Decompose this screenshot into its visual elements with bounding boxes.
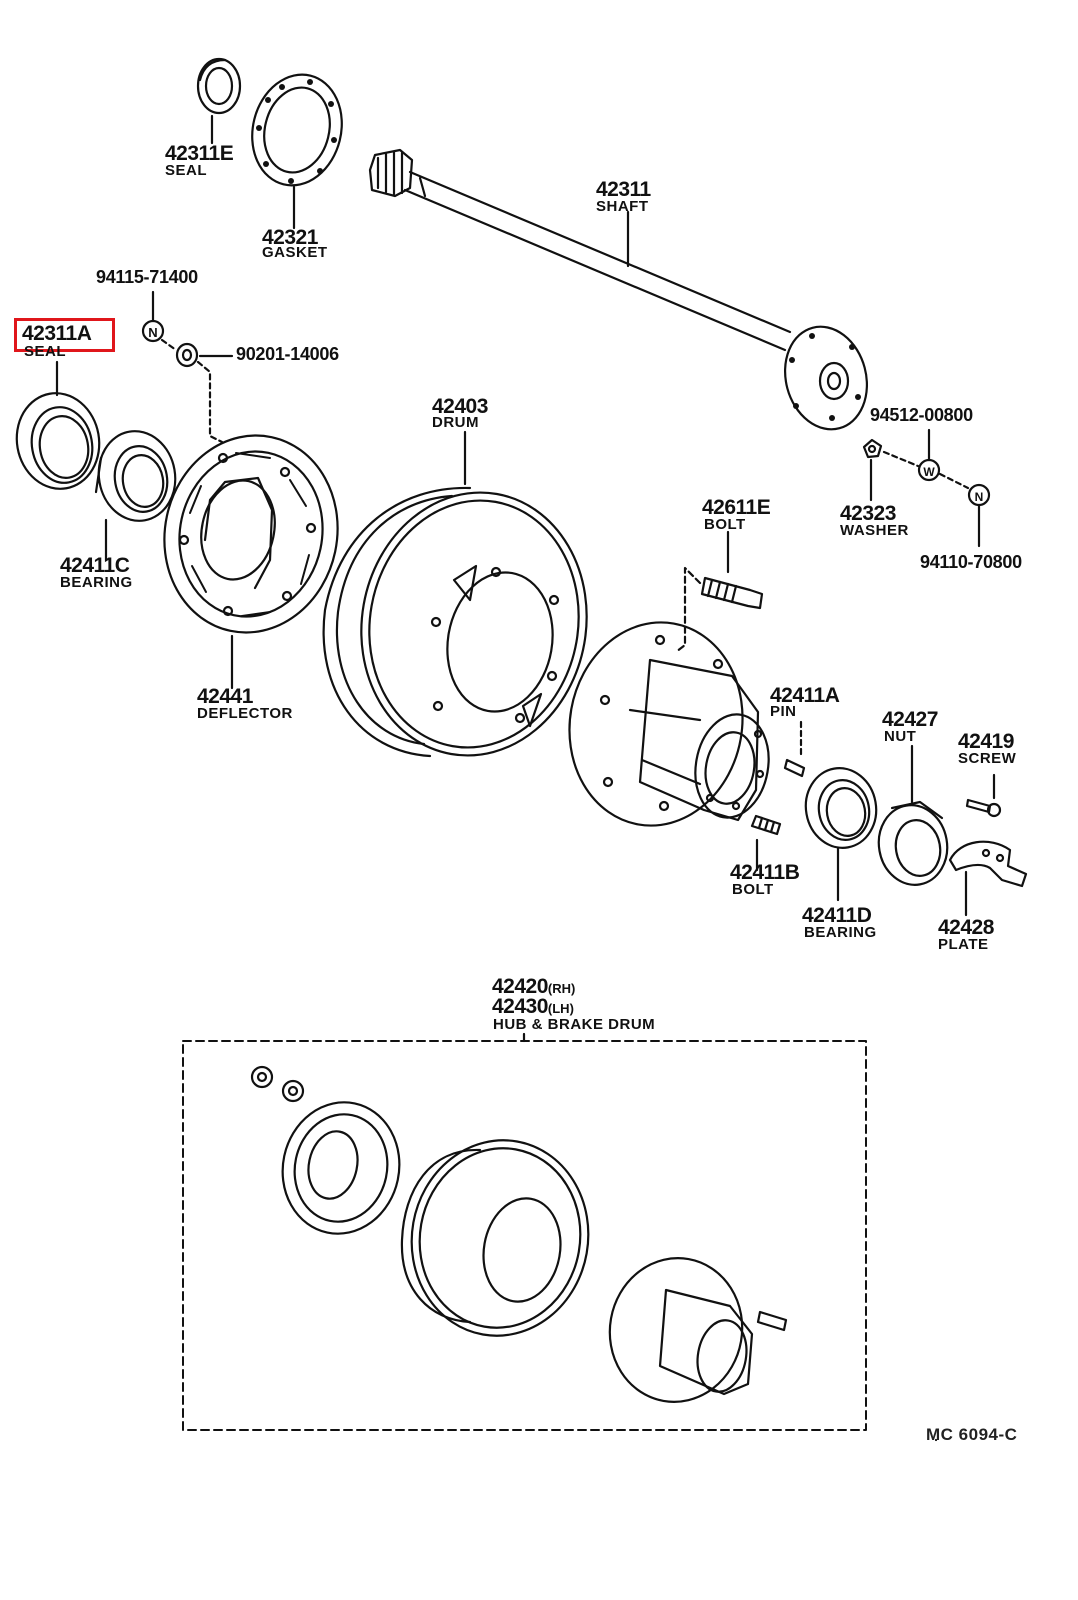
part-number-42403: 42403 xyxy=(432,395,488,418)
part-number-42323: 42323 xyxy=(840,502,896,525)
screw-42419-drawing xyxy=(965,773,1002,818)
part-number-42419: 42419 xyxy=(958,730,1014,753)
part-number-94115-71400: 94115-71400 xyxy=(96,267,198,287)
nut-94115-drawing: N xyxy=(141,290,178,352)
drum-42403-drawing xyxy=(322,430,588,758)
plate-42428-drawing xyxy=(948,840,1028,917)
nut-94512-drawing: W xyxy=(917,428,970,490)
part-number-42311e: 42311E xyxy=(165,142,234,165)
hub-rh-label: 42420(RH) xyxy=(492,976,575,997)
seal-42311e-drawing xyxy=(196,57,242,145)
svg-text:N: N xyxy=(148,325,157,340)
deflector-42441-drawing xyxy=(163,434,339,690)
bearing-42411c-drawing xyxy=(94,430,177,562)
part-name-bolt-b: BOLT xyxy=(732,881,774,898)
washer-90201-drawing xyxy=(175,342,234,444)
svg-text:W: W xyxy=(923,465,935,479)
part-number-94110-70800: 94110-70800 xyxy=(920,552,1022,572)
hub-lh-label: 42430(LH) xyxy=(492,996,574,1017)
svg-text:N: N xyxy=(975,490,984,504)
washer-42323-drawing xyxy=(862,438,920,502)
part-number-42321: 42321 xyxy=(262,226,318,249)
part-number-42311a: 42311A xyxy=(22,322,92,345)
part-number-42420: 42420 xyxy=(492,975,548,998)
part-name-drum: DRUM xyxy=(432,414,479,431)
shaft-42311-drawing xyxy=(368,148,869,431)
part-name-washer: WASHER xyxy=(840,522,909,539)
part-name-bearing-c: BEARING xyxy=(60,574,133,591)
bolt-42611e-drawing xyxy=(674,530,764,654)
part-number-42411d: 42411D xyxy=(802,904,872,927)
bolt-42411b-drawing xyxy=(750,814,782,872)
part-name-screw: SCREW xyxy=(958,750,1017,767)
part-number-42311: 42311 xyxy=(596,178,651,201)
bearing-42411d-drawing xyxy=(804,767,878,902)
part-name-bolt-e: BOLT xyxy=(704,516,746,533)
part-number-90201-14006: 90201-14006 xyxy=(236,344,339,364)
part-name-hub-brake-drum: HUB & BRAKE DRUM xyxy=(493,1016,656,1033)
part-number-42411a: 42411A xyxy=(770,684,840,707)
part-name-pin: PIN xyxy=(770,703,797,720)
side-lh: (LH) xyxy=(547,1001,574,1016)
part-number-42411b: 42411B xyxy=(730,861,800,884)
part-number-42427: 42427 xyxy=(882,708,938,731)
part-number-42411c: 42411C xyxy=(60,554,130,577)
part-name-seal-a: SEAL xyxy=(24,343,67,360)
part-name-gasket: GASKET xyxy=(262,244,328,261)
pin-42411a-drawing xyxy=(783,720,806,778)
part-number-42430: 42430 xyxy=(492,995,548,1018)
part-number-42441: 42441 xyxy=(197,685,253,708)
reference-code: MC 6094-C xyxy=(926,1425,1018,1444)
hub-drawing xyxy=(568,621,770,827)
part-number-94512-00800: 94512-00800 xyxy=(870,405,973,425)
part-name-shaft: SHAFT xyxy=(596,198,649,215)
part-number-42611e: 42611E xyxy=(702,496,771,519)
part-number-42428: 42428 xyxy=(938,916,994,939)
part-name-deflector: DEFLECTOR xyxy=(197,705,293,722)
part-name-plate: PLATE xyxy=(938,936,989,953)
part-name-nut: NUT xyxy=(884,728,917,745)
nut-94110-drawing: N xyxy=(967,483,991,548)
seal-42311a-drawing xyxy=(15,360,101,490)
highlight-box xyxy=(14,318,115,352)
side-rh: (RH) xyxy=(547,981,576,996)
part-name-seal-e: SEAL xyxy=(165,162,208,179)
gasket-42321-drawing xyxy=(251,73,343,230)
hub-brake-drum-assembly xyxy=(182,1032,867,1431)
part-name-bearing-d: BEARING xyxy=(804,924,877,941)
nut-42427-drawing xyxy=(877,744,949,886)
